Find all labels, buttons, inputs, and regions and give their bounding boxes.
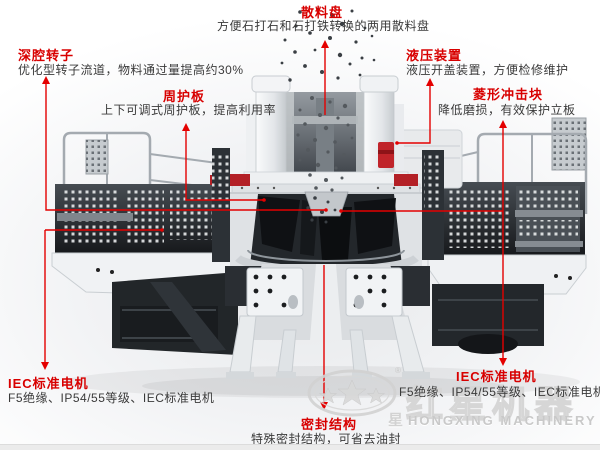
star-icon [318,379,386,406]
right-guard-platform [427,117,588,354]
lid-bolts [240,186,412,190]
label-yeya-title: 液压装置 [406,48,463,63]
label-sanliaopan-title: 散料盘 [301,5,344,20]
registered-mark: ® [395,366,401,375]
arrow-up-icon [182,123,190,131]
arrow-down-icon [320,402,328,410]
label-zhouhuban-title: 周护板 [163,89,206,104]
rotor-chamber-cutaway [230,191,422,274]
ground-shadow [64,366,580,398]
label-mifeng-desc: 特殊密封结构，可省去油封 [251,432,402,446]
arrow-up-icon [426,78,434,86]
crusher-body [210,75,463,379]
label-lingxing-title: 菱形冲击块 [473,87,544,102]
falling-stones [280,7,376,224]
label-sanliaopan-desc: 方便石打石和石打铁转换的两用散料盘 [217,19,430,33]
watermark-star-char: 星 [388,412,404,429]
annotation-lines [41,40,507,410]
label-iec-right-desc: F5绝缘、IP54/55等级、IEC标准电机 [399,385,600,399]
label-shenqiang-desc: 优化型转子流道，物料通过量提高约30% [18,63,244,77]
arrow-down-icon [41,362,49,370]
watermark-brand-en: HONGXING MACHINERY [408,413,597,428]
hydraulic-cylinder-red [378,142,394,168]
arrow-up-icon [321,40,329,48]
label-yeya-desc: 液压开盖装置，方便检修维护 [406,63,569,77]
pedestal [226,264,430,379]
left-guard-platform [51,131,243,355]
hongxing-logo [307,369,397,417]
label-lingxing-desc: 降低磨损，有效保护立板 [438,103,576,117]
label-shenqiang-title: 深腔转子 [18,48,75,63]
label-iec-left-desc: F5绝缘、IP54/55等级、IEC标准电机 [8,391,215,405]
arrow-up-icon [42,76,50,84]
bottom-border-strip [0,444,600,450]
label-iec-left-title: IEC标准电机 [8,376,89,391]
label-zhouhuban-desc: 上下可调式周护板，提高利用率 [101,103,277,117]
arrow-down-icon [499,358,507,366]
watermark-brand-cn: 红星机器 [405,383,578,426]
label-mifeng-title: 密封结构 [301,417,358,432]
label-iec-right-title: IEC标准电机 [456,369,537,384]
arrow-up-icon [499,120,507,128]
